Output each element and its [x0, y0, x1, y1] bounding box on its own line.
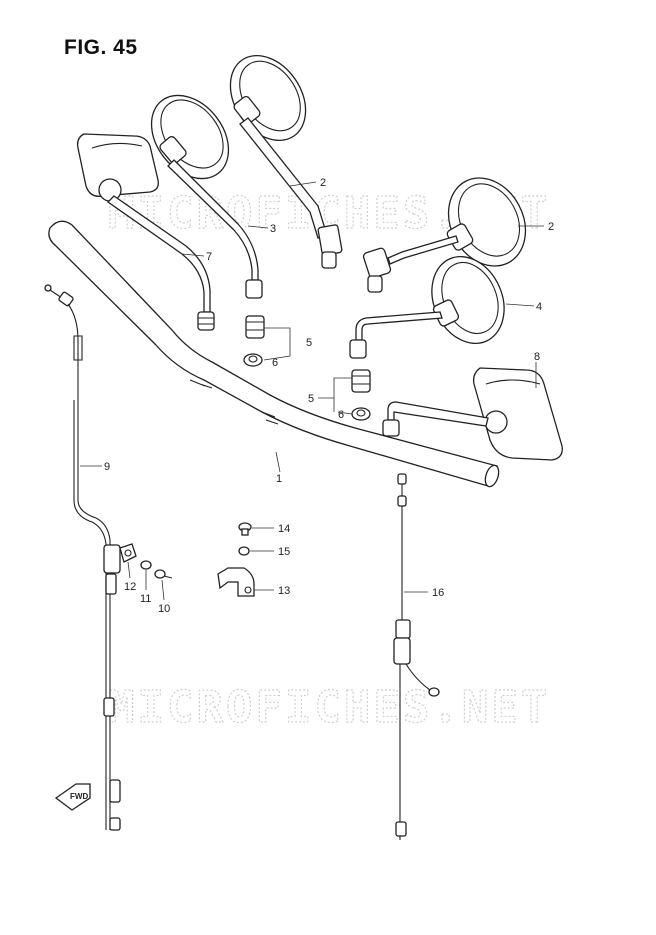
mirror-4[interactable] [349, 245, 517, 359]
callout-5: 5 [306, 337, 312, 349]
mirror-8[interactable] [382, 367, 563, 461]
callout-2: 2 [548, 221, 554, 233]
adapter-5-upper[interactable] [245, 315, 265, 339]
callout-14: 14 [278, 523, 290, 535]
figure-title: FIG. 45 [64, 36, 138, 59]
callout-11: 11 [140, 593, 151, 605]
handlebar[interactable] [48, 220, 501, 488]
nut-6-lower[interactable] [351, 407, 371, 421]
callout-7: 7 [206, 251, 212, 263]
screw-10[interactable] [154, 569, 173, 579]
washer-15[interactable] [238, 546, 250, 556]
leader-lines [80, 181, 544, 601]
mirror-3[interactable] [136, 80, 263, 299]
fwd-label: FWD [70, 792, 88, 801]
cable-16[interactable] [393, 473, 440, 840]
adapter-5-lower[interactable] [351, 369, 371, 393]
callout-13: 13 [278, 585, 290, 597]
callout-6: 6 [272, 357, 278, 369]
callout-labels: 1 2 2 3 4 5 5 6 6 7 8 9 10 11 12 13 14 1… [104, 177, 554, 615]
mirror-7[interactable] [76, 133, 215, 331]
screw-14[interactable] [238, 522, 252, 536]
callout-15: 15 [278, 546, 290, 558]
callout-8: 8 [534, 351, 540, 363]
bracket-12[interactable] [119, 543, 137, 563]
callout-6: 6 [338, 409, 344, 421]
callout-4: 4 [536, 301, 542, 313]
callout-12: 12 [124, 581, 136, 593]
callout-10: 10 [158, 603, 170, 615]
callout-2: 2 [320, 177, 326, 189]
callout-3: 3 [270, 223, 276, 235]
watermark-bottom: MICROFICHES.NET [108, 682, 550, 733]
callout-5: 5 [308, 393, 314, 405]
cable-9[interactable] [44, 284, 121, 831]
nut-6-upper[interactable] [243, 353, 263, 367]
mirror-2-right[interactable] [362, 164, 541, 293]
callout-1: 1 [276, 473, 282, 485]
callout-16: 16 [432, 587, 444, 599]
washer-11[interactable] [140, 560, 152, 570]
forward-arrow-icon: FWD [54, 783, 91, 811]
clamp-13[interactable] [217, 567, 255, 597]
callout-9: 9 [104, 461, 110, 473]
mirror-2-left[interactable] [215, 41, 343, 269]
